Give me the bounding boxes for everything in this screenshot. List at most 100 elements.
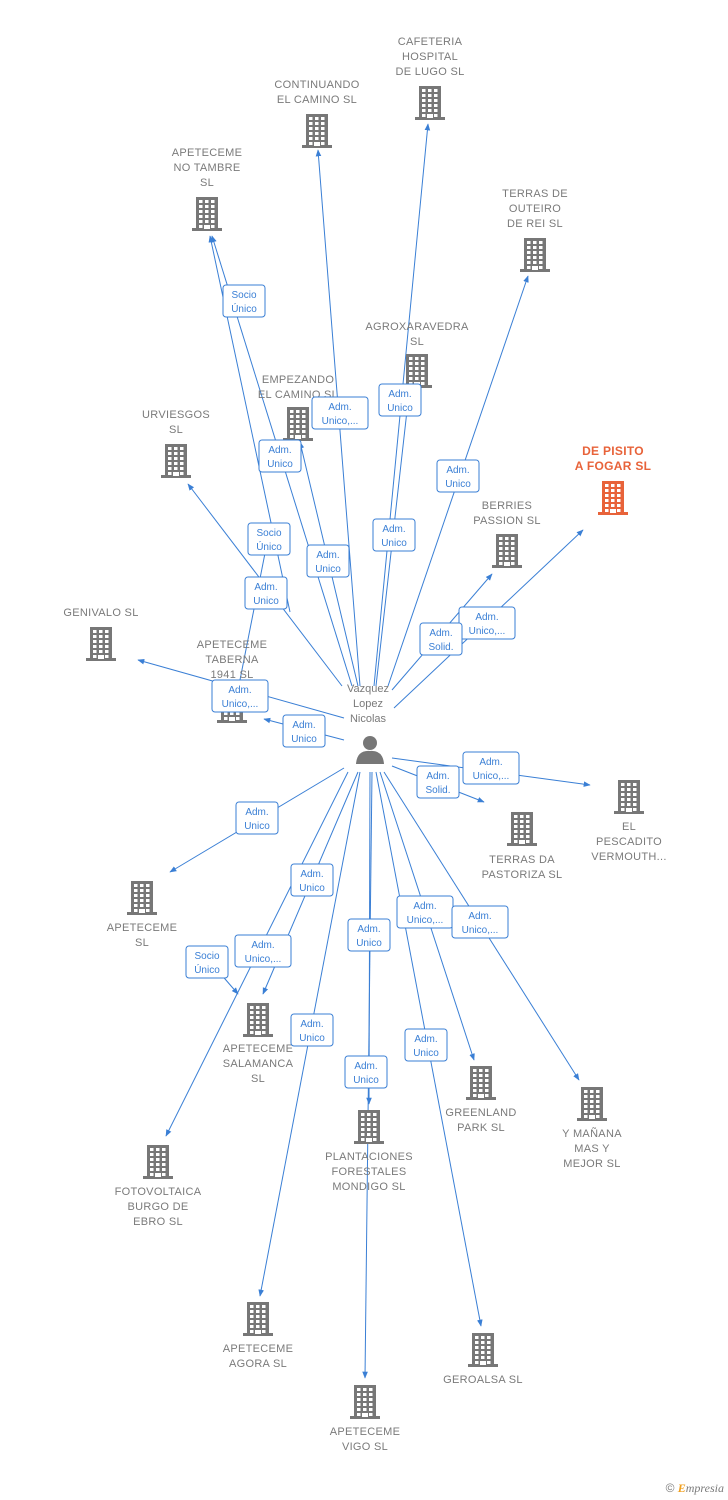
building-icon xyxy=(243,1302,273,1336)
edge-role-text: Adm. xyxy=(292,720,315,731)
edge-label-genivalo[interactable]: Adm.Unico,... xyxy=(211,679,269,713)
edge-label-greenland[interactable]: Adm.Unico,... xyxy=(396,895,454,929)
edge-label-salamanca[interactable]: Adm. Unico xyxy=(290,863,334,897)
company-name-line: Y MAÑANA xyxy=(562,1127,622,1140)
edge-label-geroalsa[interactable]: Adm.Unico xyxy=(404,1028,448,1062)
edge-role-text: Adm. xyxy=(357,924,380,935)
company-node-pescadito[interactable]: ELPESCADITOVERMOUTH... xyxy=(591,780,666,863)
building-icon xyxy=(468,1333,498,1367)
building-icon xyxy=(520,238,550,272)
building-icon xyxy=(402,354,432,388)
edge-role-text: Unico xyxy=(299,883,325,894)
edge-label-ymanana[interactable]: Adm.Unico,... xyxy=(451,905,509,939)
edge-role-text: Unico xyxy=(253,596,279,607)
company-name-line: EMPEZANDO xyxy=(262,374,335,386)
company-name-line: CONTINUANDO xyxy=(274,79,359,91)
person-name-line: Lopez xyxy=(353,698,383,710)
company-node-continuando[interactable]: CONTINUANDO EL CAMINO SL xyxy=(274,79,359,148)
edge-label-taberna[interactable]: Adm.Unico xyxy=(282,714,326,748)
edge-role-text: Unico xyxy=(267,459,293,470)
edge-label-box xyxy=(258,439,302,473)
edge-role-text: Unico xyxy=(387,403,413,414)
edge-label-pisito[interactable]: Adm.Unico,... xyxy=(458,606,516,640)
edge-label-berries[interactable]: Adm.Solid. xyxy=(419,622,463,656)
edge-role-text: Unico xyxy=(244,821,270,832)
edge-role-text: Unico xyxy=(315,564,341,575)
company-name-line: HOSPITAL xyxy=(402,51,458,63)
edge-label-empezando[interactable]: Adm.Unico xyxy=(306,544,350,578)
company-node-genivalo[interactable]: GENIVALO SL xyxy=(63,607,138,661)
edge-label-box xyxy=(419,622,463,656)
company-name-line: SL xyxy=(410,336,424,348)
edge-label-agora[interactable]: Adm.Unico xyxy=(290,1013,334,1047)
edge-label-plantaciones[interactable]: Adm.Unico xyxy=(347,918,391,952)
edge-role-text: Adm. xyxy=(300,869,323,880)
edge-label-box xyxy=(290,863,334,897)
company-name-line: APETECEME xyxy=(197,639,268,651)
edge-label-fotovoltaica[interactable]: Adm.Unico,... xyxy=(234,934,292,968)
company-name-line: PASSION SL xyxy=(473,515,541,527)
company-name-line: MONDIGO SL xyxy=(332,1181,405,1193)
edge-role-text: Unico xyxy=(413,1048,439,1059)
edge-label-terras-outeiro[interactable]: Adm.Unico xyxy=(436,459,480,493)
edge-label-cafeteria[interactable]: Adm.Unico xyxy=(378,383,422,417)
company-node-agora[interactable]: APETECEME AGORA SL xyxy=(223,1302,294,1370)
company-name-line: FOTOVOLTAICA xyxy=(115,1186,202,1198)
edge-role-text: Único xyxy=(256,540,282,553)
company-name-line: SL xyxy=(200,177,214,189)
edge-label-apeteceme[interactable]: Adm.Unico xyxy=(235,801,279,835)
company-node-geroalsa[interactable]: GEROALSA SL xyxy=(443,1333,523,1386)
building-icon xyxy=(614,780,644,814)
edge-label-pescadito[interactable]: Adm.Unico,... xyxy=(462,751,520,785)
building-icon xyxy=(350,1385,380,1419)
edge-label-box xyxy=(306,544,350,578)
person-icon xyxy=(356,736,384,764)
company-name-line: APETECEME xyxy=(172,147,243,159)
company-name-line: BURGO DE xyxy=(127,1201,188,1213)
edge-role-text: Adm. xyxy=(413,901,436,912)
edge-role-text: Unico,... xyxy=(245,954,282,965)
edge-label-vigo[interactable]: Adm.Unico xyxy=(344,1055,388,1089)
edge-label-urviesgos[interactable]: Adm. Unico xyxy=(244,576,288,610)
building-icon xyxy=(192,197,222,231)
company-name-line: EL CAMINO SL xyxy=(277,94,357,106)
edge-label-pastoriza[interactable]: Adm.Solid. xyxy=(416,765,460,799)
edge-role-text: Solid. xyxy=(428,642,453,653)
edge-line-taberna xyxy=(236,537,269,691)
edge-label-box xyxy=(372,518,416,552)
edge-label-box xyxy=(404,1028,448,1062)
company-name-line: APETECEME xyxy=(223,1343,294,1355)
edge-role-text: Adm. xyxy=(254,582,277,593)
edge-role-text: Adm. xyxy=(328,402,351,413)
brand-initial: E xyxy=(677,1481,686,1495)
edge-label-box xyxy=(185,945,229,979)
company-name-line: AGORA SL xyxy=(229,1358,287,1370)
edge-role-text: Unico xyxy=(381,538,407,549)
edge-role-text: Unico,... xyxy=(469,626,506,637)
company-name-line: SL xyxy=(135,937,149,949)
edge-label-continuando[interactable]: Adm.Unico,... xyxy=(311,396,369,430)
edge-label-agroxaravedra[interactable]: Adm.Unico xyxy=(372,518,416,552)
edge-label-tambre[interactable]: Adm.Unico xyxy=(258,439,302,473)
edge-label-box xyxy=(451,905,509,939)
